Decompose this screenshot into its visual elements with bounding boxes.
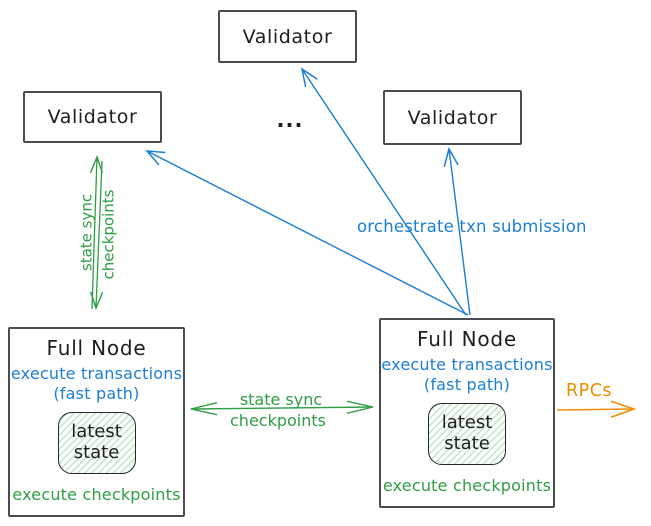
full-node-box-left: Full Node execute transactions (fast pat… — [8, 327, 185, 517]
validators-ellipsis: ... — [276, 108, 304, 132]
arrow-state-sync-vertical — [89, 155, 104, 310]
arrow-state-sync-horizontal — [190, 400, 374, 416]
execute-transactions-label: execute transactions (fast path) — [10, 364, 183, 403]
full-node-title: Full Node — [46, 336, 147, 360]
execute-transactions-label: execute transactions (fast path) — [381, 355, 553, 394]
latest-state-label: latest state — [441, 412, 493, 454]
rpcs-label: RPCs — [566, 381, 613, 401]
execute-checkpoints-label: execute checkpoints — [382, 476, 552, 495]
arrow-orchestrate-to-left-validator — [145, 150, 469, 316]
latest-state-label: latest state — [71, 421, 122, 463]
state-sync-horizontal-label-line2: checkpoints — [230, 411, 326, 430]
execute-checkpoints-label: execute checkpoints — [12, 485, 181, 504]
validator-box-left: Validator — [23, 91, 162, 143]
validator-box-top: Validator — [218, 10, 357, 63]
state-sync-horizontal-label-line1: state sync — [239, 390, 323, 409]
validator-box-right: Validator — [383, 90, 522, 145]
state-sync-vertical-label-line2: checkpoints — [99, 189, 118, 280]
full-node-box-right: Full Node execute transactions (fast pat… — [379, 318, 555, 508]
arrow-orchestrate-to-top-validator — [300, 67, 467, 316]
full-node-title: Full Node — [417, 327, 517, 351]
latest-state-box: latest state — [57, 412, 136, 474]
validator-right-label: Validator — [407, 106, 498, 129]
arrow-orchestrate-to-right-validator — [443, 147, 471, 316]
validator-top-label: Validator — [242, 25, 333, 48]
validator-left-label: Validator — [47, 106, 138, 128]
arrow-rpcs — [556, 409, 634, 410]
latest-state-box: latest state — [428, 403, 506, 465]
orchestrate-txn-submission-label: orchestrate txn submission — [357, 217, 587, 236]
state-sync-vertical-label-line1: state sync — [77, 193, 96, 272]
